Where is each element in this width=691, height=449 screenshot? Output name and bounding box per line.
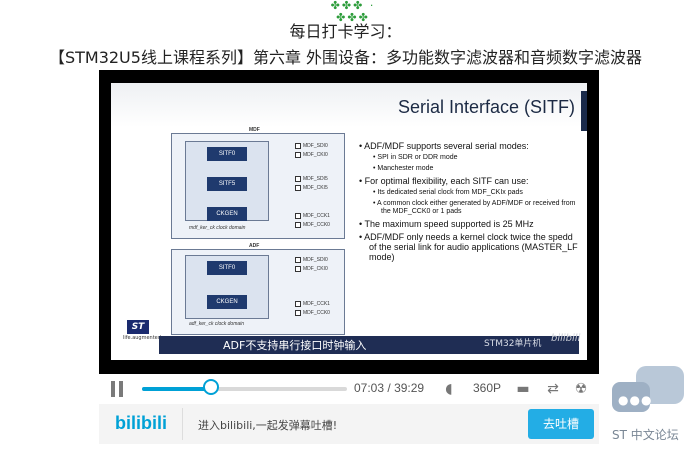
post-title-line2: 【STM32U5线上课程系列】第六章 外围设备：多功能数字滤波器和音频数字滤波器	[48, 48, 643, 67]
st-forum-widget[interactable]: ●●● ST 中文论坛	[608, 366, 688, 446]
quality-selector[interactable]: 360P	[473, 381, 502, 395]
adf-domain-label: adf_ker_ck clock domain	[189, 321, 245, 327]
slide-header-bar	[111, 83, 587, 127]
st-logo: ST	[127, 320, 149, 334]
pin-label: MDF_SDI5	[303, 176, 328, 182]
radiation-icon[interactable]: ☢	[574, 381, 588, 397]
player-controls: 07:03 / 39:29 ◖ 360P ▬ ⇄ ☢	[99, 374, 599, 404]
adf-label: ADF	[249, 243, 260, 249]
header-decoration: ✤✤✤ · ✤✤✤	[330, 0, 376, 24]
st-logo-tagline: life.augmented	[123, 335, 161, 341]
pin-label: MDF_CKI5	[303, 185, 328, 191]
progress-fill	[142, 387, 210, 391]
chat-bubble-icon	[612, 382, 650, 412]
time-separator: /	[387, 381, 391, 395]
mdf-sitf5-block: SITF5	[207, 177, 247, 191]
sub-bullet-item: • A common clock either generated by ADF…	[373, 200, 576, 215]
subtitle-bar	[159, 336, 579, 354]
post-title-line1: 每日打卡学习：	[289, 22, 402, 41]
bullet-text: SPI in SDR or DDR mode	[377, 154, 458, 161]
pin-marker	[295, 266, 301, 272]
pin-marker	[295, 176, 301, 182]
danmaku-input[interactable]	[190, 409, 520, 439]
pin-marker	[295, 257, 301, 263]
pin-label: MDF_SDI0	[303, 143, 328, 149]
danmaku-bar: bilibili 进入bilibili,一起发弹幕吐槽! 去吐槽	[99, 404, 599, 444]
forum-label: ST 中文论坛	[612, 428, 679, 442]
pin-marker	[295, 301, 301, 307]
bilibili-logo[interactable]: bilibili	[115, 413, 167, 433]
pin-marker	[295, 143, 301, 149]
pin-label: MDF_CKI0	[303, 152, 328, 158]
progress-knob[interactable]	[202, 379, 219, 395]
volume-icon[interactable]: ◖	[445, 381, 453, 397]
pin-marker	[295, 310, 301, 316]
bullet-text: The maximum speed supported is 25 MHz	[364, 219, 534, 229]
mdf-ckgen-block: CKGEN	[207, 207, 247, 221]
bullet-item: • ADF/MDF only needs a kernel clock twic…	[359, 232, 578, 262]
video-player[interactable]: Serial Interface (SITF) MDF SITF0 SITF5 …	[99, 70, 599, 380]
slide-bullets: • ADF/MDF supports several serial modes:…	[359, 141, 581, 265]
send-danmaku-button[interactable]: 去吐槽	[528, 409, 594, 439]
bullet-text: ADF/MDF only needs a kernel clock twice …	[364, 232, 578, 262]
bullet-item: • The maximum speed supported is 25 MHz	[359, 219, 534, 229]
pause-icon[interactable]	[111, 381, 125, 397]
slide-title: Serial Interface (SITF)	[397, 97, 575, 117]
mdf-sitf0-block: SITF0	[207, 147, 247, 161]
bullet-text: ADF/MDF supports several serial modes:	[364, 141, 529, 151]
video-frame-slide: Serial Interface (SITF) MDF SITF0 SITF5 …	[111, 83, 587, 360]
current-time: 07:03	[354, 381, 385, 395]
sub-bullet-item: • Its dedicated serial clock from MDF_CK…	[373, 189, 523, 196]
bullet-text: A common clock either generated by ADF/M…	[377, 200, 576, 215]
chat-dots: ●●●	[618, 393, 653, 407]
pin-marker	[295, 152, 301, 158]
bullet-text: For optimal flexibility, each SITF can u…	[364, 176, 529, 186]
pin-marker	[295, 213, 301, 219]
video-subtitle: ADF不支持串行接口时钟输入	[223, 339, 367, 352]
sub-bullet-item: • Manchester mode	[373, 165, 434, 172]
mdf-label: MDF	[249, 127, 260, 133]
divider	[182, 408, 183, 440]
channel-caption: STM32单片机	[484, 339, 542, 349]
sub-bullet-item: • SPI in SDR or DDR mode	[373, 154, 458, 161]
progress-bar[interactable]	[142, 387, 347, 391]
pin-marker	[295, 222, 301, 228]
bullet-text: Its dedicated serial clock from MDF_CKIx…	[377, 189, 523, 196]
pin-label: MDF_CCK1	[303, 213, 330, 219]
duration: 39:29	[394, 381, 425, 395]
bilibili-watermark: bilibili	[551, 333, 581, 344]
adf-ckgen-block: CKGEN	[207, 295, 247, 309]
pin-label: MDF_CCK1	[303, 301, 330, 307]
pin-label: MDF_SDI0	[303, 257, 328, 263]
mdf-domain-label: mdf_ker_ck clock domain	[189, 225, 246, 231]
loop-icon[interactable]: ⇄	[547, 381, 559, 397]
sitf-block-diagram: MDF SITF0 SITF5 CKGEN mdf_ker_ck clock d…	[171, 127, 351, 353]
adf-sitf0-block: SITF0	[207, 261, 247, 275]
bullet-text: Manchester mode	[377, 165, 434, 172]
slide-accent-bar	[581, 91, 587, 131]
pin-label: MDF_CCK0	[303, 222, 330, 228]
time-display: 07:03 / 39:29	[354, 381, 424, 395]
pin-label: MDF_CCK0	[303, 310, 330, 316]
bullet-item: • ADF/MDF supports several serial modes:	[359, 141, 529, 151]
bullet-item: • For optimal flexibility, each SITF can…	[359, 176, 529, 186]
pin-marker	[295, 185, 301, 191]
pin-label: MDF_CKI0	[303, 266, 328, 272]
danmaku-placeholder: 进入bilibili,一起发弹幕吐槽!	[198, 419, 338, 432]
danmaku-icon[interactable]: ▬	[516, 381, 530, 397]
